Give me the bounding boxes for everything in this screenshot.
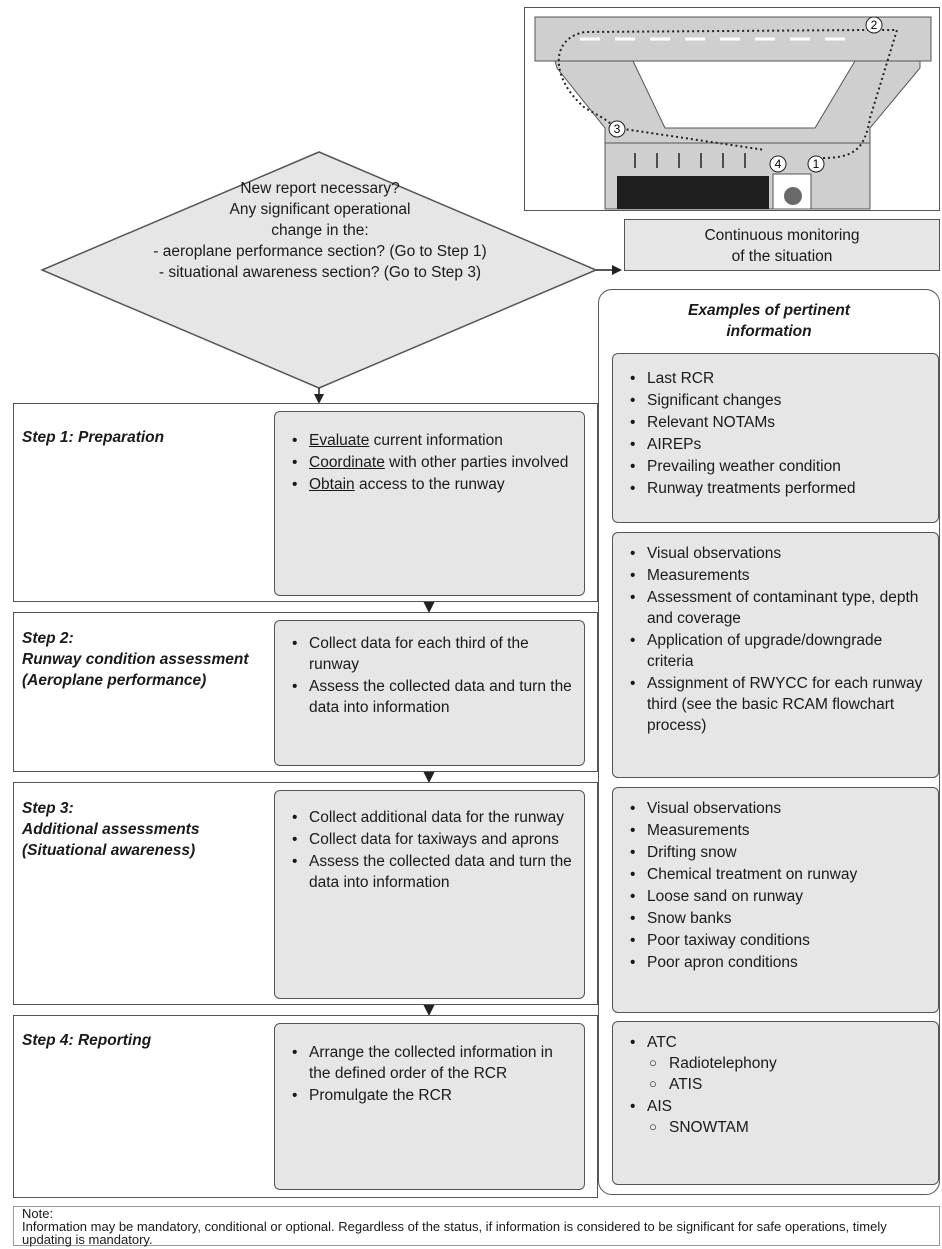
- step-title-line: Additional assessments: [22, 821, 200, 838]
- step4-actions: Arrange the collected information in the…: [274, 1023, 585, 1190]
- step1-actions: Evaluate current information Coordinate …: [274, 411, 585, 596]
- step-title-line: Step 3:: [22, 800, 74, 817]
- step4-reporting: ATC Radiotelephony ATIS AIS SNOWTAM: [612, 1021, 939, 1185]
- action-item: Collect additional data for the runway: [292, 807, 574, 828]
- step-title-line: Step 1: Preparation: [22, 429, 165, 446]
- action-verb: Coordinate: [309, 454, 385, 471]
- terminal-building: [617, 176, 769, 209]
- example-item: Assessment of contaminant type, depth an…: [630, 587, 930, 629]
- example-item: Snow banks: [630, 908, 930, 929]
- examples-title: Examples of pertinent information: [600, 300, 938, 342]
- step-title-line: Runway condition assessment: [22, 651, 249, 668]
- example-item: Visual observations: [630, 798, 930, 819]
- marker-1: 1: [813, 157, 820, 171]
- reporting-channel: AIS SNOWTAM: [630, 1096, 930, 1138]
- apron-arrows: [634, 153, 746, 168]
- action-item: Arrange the collected information in the…: [292, 1042, 574, 1084]
- monitoring-line: of the situation: [731, 248, 833, 265]
- step-title-line: (Situational awareness): [22, 842, 196, 859]
- example-item: Significant changes: [630, 390, 930, 411]
- note-text: Information may be mandatory, conditiona…: [22, 1219, 887, 1247]
- examples-title-line: information: [726, 323, 812, 340]
- step2-title: Step 2: Runway condition assessment (Aer…: [22, 628, 249, 691]
- example-item: Poor taxiway conditions: [630, 930, 930, 951]
- marker-2: 2: [871, 18, 878, 32]
- runway-diagram: 2 3 4 1: [524, 7, 940, 211]
- step2-actions: Collect data for each third of the runwa…: [274, 620, 585, 766]
- example-item: Application of upgrade/downgrade criteri…: [630, 630, 930, 672]
- step1-examples: Last RCR Significant changes Relevant NO…: [612, 353, 939, 523]
- example-item: Last RCR: [630, 368, 930, 389]
- example-item: Measurements: [630, 565, 930, 586]
- reporting-sub-item: Radiotelephony: [649, 1052, 930, 1074]
- infield: [632, 60, 856, 129]
- example-item: AIREPs: [630, 434, 930, 455]
- action-item: Evaluate current information: [292, 430, 574, 451]
- note-text-block: Note:Information may be mandatory, condi…: [22, 1207, 932, 1246]
- action-text: access to the runway: [354, 476, 505, 493]
- note-box: [13, 1206, 940, 1246]
- example-item: Loose sand on runway: [630, 886, 930, 907]
- marker-3: 3: [614, 122, 621, 136]
- example-item: Measurements: [630, 820, 930, 841]
- note-label: Note:: [22, 1206, 54, 1221]
- example-item: Assignment of RWYCC for each runway thir…: [630, 673, 930, 736]
- reporting-channel-label: ATC: [647, 1034, 677, 1051]
- step4-title: Step 4: Reporting: [22, 1030, 151, 1051]
- vehicle: [784, 187, 802, 205]
- example-item: Prevailing weather condition: [630, 456, 930, 477]
- step1-title: Step 1: Preparation: [22, 427, 164, 448]
- example-item: Poor apron conditions: [630, 952, 930, 973]
- reporting-sub-item: SNOWTAM: [649, 1116, 930, 1138]
- action-text: current information: [369, 432, 503, 449]
- decision-line: New report necessary?: [240, 180, 400, 197]
- runway-drawing: 2 3 4 1: [534, 16, 932, 210]
- example-item: Drifting snow: [630, 842, 930, 863]
- step-title-line: Step 2:: [22, 630, 74, 647]
- action-item: Promulgate the RCR: [292, 1085, 574, 1106]
- monitoring-line: Continuous monitoring: [704, 227, 860, 244]
- action-item: Collect data for each third of the runwa…: [292, 633, 574, 675]
- action-item: Collect data for taxiways and aprons: [292, 829, 574, 850]
- reporting-channel: ATC Radiotelephony ATIS: [630, 1032, 930, 1095]
- step2-examples: Visual observations Measurements Assessm…: [612, 532, 939, 778]
- decision-text: New report necessary? Any significant op…: [120, 178, 520, 283]
- action-item: Assess the collected data and turn the d…: [292, 851, 574, 893]
- step3-actions: Collect additional data for the runway C…: [274, 790, 585, 999]
- monitoring-box: Continuous monitoring of the situation: [624, 219, 940, 271]
- examples-title-line: Examples of pertinent: [688, 302, 850, 319]
- route-markers: 2 3 4 1: [608, 16, 883, 173]
- decision-line: change in the:: [271, 222, 369, 239]
- step3-examples: Visual observations Measurements Driftin…: [612, 787, 939, 1013]
- step-title-line: Step 4: Reporting: [22, 1032, 152, 1049]
- example-item: Visual observations: [630, 543, 930, 564]
- action-verb: Evaluate: [309, 432, 370, 449]
- example-item: Relevant NOTAMs: [630, 412, 930, 433]
- action-item: Assess the collected data and turn the d…: [292, 676, 574, 718]
- decision-line: - aeroplane performance section? (Go to …: [153, 243, 487, 260]
- reporting-channel-label: AIS: [647, 1098, 672, 1115]
- reporting-sub-item: ATIS: [649, 1073, 930, 1095]
- step3-title: Step 3: Additional assessments (Situatio…: [22, 798, 199, 861]
- action-item: Coordinate with other parties involved: [292, 452, 574, 473]
- example-item: Runway treatments performed: [630, 478, 930, 499]
- decision-line: - situational awareness section? (Go to …: [158, 264, 482, 281]
- action-text: with other parties involved: [384, 454, 569, 471]
- step-title-line: (Aeroplane performance): [22, 672, 207, 689]
- marker-4: 4: [775, 157, 782, 171]
- example-item: Chemical treatment on runway: [630, 864, 930, 885]
- decision-line: Any significant operational: [229, 201, 411, 218]
- action-item: Obtain access to the runway: [292, 474, 574, 495]
- action-verb: Obtain: [309, 476, 355, 493]
